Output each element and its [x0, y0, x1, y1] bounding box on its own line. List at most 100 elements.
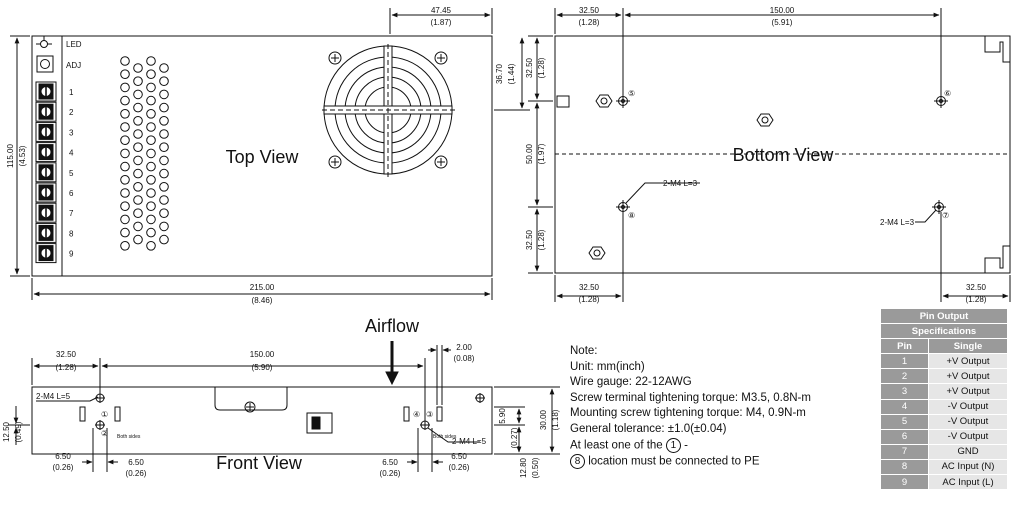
- fv-callout-left: 2-M4 L=5: [36, 392, 71, 401]
- terminal-label: 6: [69, 189, 74, 198]
- vent-hole: [159, 89, 169, 100]
- vent-hole: [120, 201, 130, 211]
- vent-hole: [133, 155, 143, 166]
- fv-dim-r1-in: (0.26): [380, 469, 401, 478]
- screw-terminal-icon: [35, 81, 57, 102]
- dim-fan-offset: 47.45: [431, 6, 452, 15]
- vent-hole: [146, 214, 156, 225]
- vent-hole: [146, 227, 156, 238]
- fv-dim-r2: 6.50: [451, 452, 467, 461]
- bv-dim-span-in: (5.91): [772, 18, 793, 27]
- pin-number: 1: [880, 353, 929, 370]
- pin-function: +V Output: [928, 368, 1008, 385]
- note-screw: Screw terminal tightening torque: M3.5, …: [570, 391, 811, 404]
- vent-hole: [120, 214, 130, 225]
- bv-hole-8: ⑧: [628, 211, 635, 220]
- vent-hole: [133, 63, 143, 73]
- bv-dim-middle: 50.00: [525, 143, 534, 164]
- single-col-header: Single: [928, 338, 1008, 355]
- vent-hole: [133, 168, 143, 179]
- bv-dim-top-in: (1.28): [537, 57, 546, 78]
- adj-label: ADJ: [66, 61, 81, 70]
- table-row: 5-V Output: [880, 413, 1008, 430]
- bottom-view: [528, 8, 1011, 302]
- vent-hole: [120, 188, 130, 198]
- bv-hole-7: ⑦: [942, 211, 949, 220]
- table-row: 6-V Output: [880, 428, 1008, 445]
- pin-number: 5: [880, 413, 929, 430]
- terminal-label: 5: [69, 169, 74, 178]
- note-pe-text: location must be connected to PE: [585, 455, 760, 468]
- vent-hole: [159, 195, 169, 205]
- front-view: [8, 341, 560, 472]
- vent-hole: [133, 221, 143, 232]
- pin-number: 9: [880, 474, 929, 491]
- hex-nut-icon: [588, 246, 606, 260]
- power-switch-icon: [306, 412, 333, 434]
- fv-both-sides-left: Both sides: [117, 434, 141, 440]
- fv-dim-1280-in: (0.50): [531, 457, 540, 478]
- bv-dim-br: 32.50: [966, 283, 987, 292]
- airflow-title: Airflow: [365, 316, 420, 336]
- pin-number: 2: [880, 368, 929, 385]
- pin-function: +V Output: [928, 353, 1008, 370]
- pin-number: 3: [880, 383, 929, 400]
- vent-hole: [159, 155, 169, 166]
- pin-table-title-1: Pin Output: [880, 307, 1008, 325]
- bv-dim-left-in: (1.28): [579, 18, 600, 27]
- terminal-label: 4: [69, 149, 74, 158]
- fv-dim-gap-in: (0.08): [454, 354, 475, 363]
- vent-hole: [120, 161, 130, 172]
- fv-hole-3: ③: [426, 410, 433, 419]
- note-wire: Wire gauge: 22-12AWG: [570, 376, 692, 389]
- fv-dim-left: 32.50: [56, 350, 77, 359]
- dim-height: 115.00: [6, 144, 15, 168]
- vent-hole: [120, 82, 130, 93]
- pin-number: 7: [880, 443, 929, 460]
- fv-dim-l1: 6.50: [55, 452, 71, 461]
- vent-hole: [159, 63, 169, 73]
- bv-dim-top: 32.50: [525, 57, 534, 78]
- vent-hole: [159, 208, 169, 218]
- vent-hole: [146, 122, 156, 132]
- bv-dim-bottom: 32.50: [525, 229, 534, 250]
- vent-hole: [146, 148, 156, 159]
- bv-dim-span: 150.00: [770, 6, 795, 15]
- screw-terminal-icon: [35, 243, 57, 264]
- vent-hole: [159, 221, 169, 232]
- terminal-label: 2: [69, 108, 74, 117]
- led-label: LED: [66, 40, 82, 49]
- note-unit: Unit: mm(inch): [570, 360, 645, 373]
- table-row: 3+V Output: [880, 383, 1008, 400]
- pin-number: 4: [880, 398, 929, 415]
- vent-hole: [159, 129, 169, 139]
- pin-function: GND: [928, 443, 1008, 460]
- vent-holes: [120, 56, 169, 251]
- bv-dim-bl: 32.50: [579, 283, 600, 292]
- pin-number: 8: [880, 458, 929, 476]
- vent-hole: [133, 129, 143, 139]
- handle: [214, 387, 288, 411]
- fv-dim-1280: 12.80: [519, 457, 528, 478]
- vent-hole: [146, 175, 156, 185]
- circled-1: 1: [665, 437, 681, 453]
- vent-hole: [146, 161, 156, 172]
- vent-hole: [133, 234, 143, 245]
- bottom-view-title: Bottom View: [733, 145, 835, 165]
- hex-nut-icon: [756, 113, 774, 127]
- terminal-block: [35, 81, 57, 264]
- vent-hole: [120, 135, 130, 145]
- terminal-label: 1: [69, 88, 74, 97]
- bv-hole-6: ⑥: [944, 89, 951, 98]
- vent-hole: [120, 69, 130, 79]
- terminal-label: 7: [69, 209, 74, 218]
- vent-hole: [146, 201, 156, 211]
- table-row: 1+V Output: [880, 353, 1008, 370]
- screw-terminal-icon: [35, 202, 57, 223]
- fv-callout-right: 2-M4 L=5: [452, 437, 487, 446]
- vent-hole: [120, 241, 130, 251]
- vent-hole: [133, 76, 143, 86]
